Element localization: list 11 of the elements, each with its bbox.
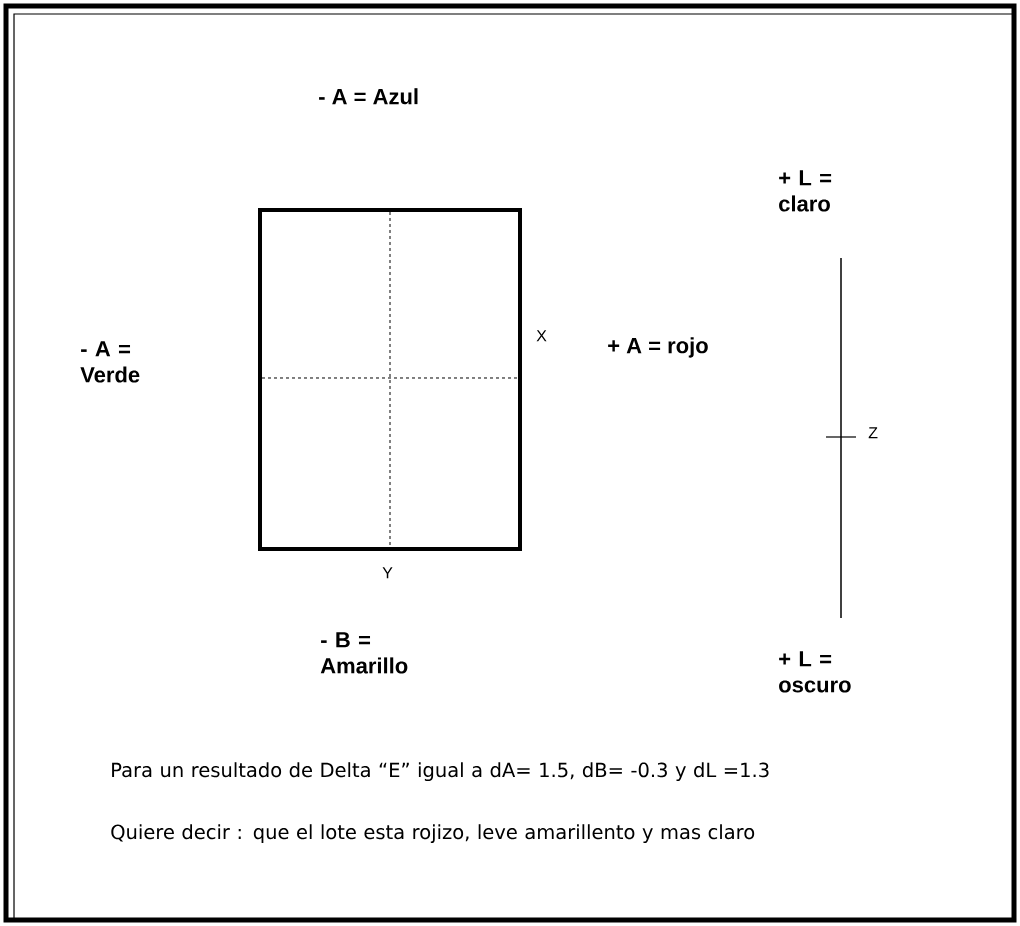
point-label: X [536, 330, 547, 342]
axis-label: + A = rojo [608, 337, 708, 358]
point-label: Y [382, 567, 393, 579]
axis-label: + L = oscuro [779, 651, 851, 693]
axis-label: - A = Azul [319, 88, 418, 105]
note-text: Para un resultado de Delta “E” igual a dA= 1.5, dB= -0.3 y dL =1.3 [112, 762, 769, 782]
axis-label: - A = Verde [80, 341, 140, 383]
axis-label: + L = claro [779, 170, 832, 212]
point-label: Z [868, 427, 878, 439]
note-text: Quiere decir : que el lote esta rojizo, leve amarillento y mas claro [111, 824, 755, 844]
axis-label: - B = Amarillo [320, 632, 408, 674]
